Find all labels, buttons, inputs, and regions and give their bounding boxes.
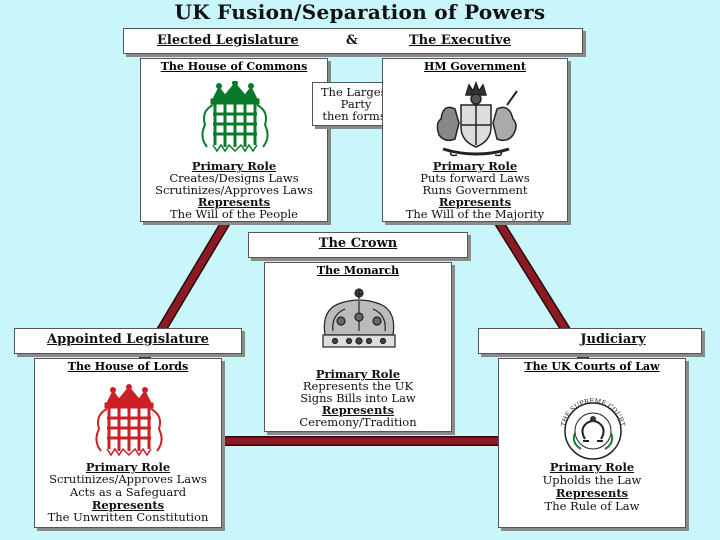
government-title: HM Government xyxy=(423,60,527,73)
ampersand-label: & xyxy=(346,33,358,48)
government-role-heading: Primary Role xyxy=(432,159,518,173)
portcullis-icon xyxy=(95,384,163,457)
commons-panel: The House of Commons Primary Role Create… xyxy=(140,58,328,222)
courts-panel: The UK Courts of Law THE SUPREME COURT P… xyxy=(498,358,686,528)
commons-role-heading: Primary Role xyxy=(191,159,277,173)
lords-role-heading: Primary Role xyxy=(85,460,171,474)
lords-title: The House of Lords xyxy=(67,360,189,373)
monarch-represents-heading: Represents xyxy=(321,403,395,417)
party-note-line-3: then forms: xyxy=(322,109,390,123)
monarch-panel: The Monarch Primary Role Represents the … xyxy=(264,262,452,432)
executive-label: The Executive xyxy=(409,33,511,48)
crown-bar: The Crown xyxy=(248,232,468,258)
lords-role-line-2: Acts as a Safeguard xyxy=(69,485,187,499)
courts-role-line-1: Upholds the Law xyxy=(542,473,642,487)
government-represents-heading: Represents xyxy=(438,195,512,209)
monarch-role-line-2: Signs Bills into Law xyxy=(300,391,416,405)
monarch-role-line-1: Represents the UK xyxy=(302,379,414,393)
commons-role-line-1: Creates/Designs Laws xyxy=(169,171,299,185)
courts-represents-line: The Rule of Law xyxy=(544,499,640,513)
party-note-line-2: Party xyxy=(340,97,372,111)
commons-represents-line: The Will of the People xyxy=(170,207,298,221)
commons-title: The House of Commons xyxy=(160,60,308,73)
lords-represents-heading: Represents xyxy=(91,498,165,512)
appointed-legislature-bar: Appointed Legislature xyxy=(14,328,242,354)
monarch-title: The Monarch xyxy=(316,264,400,277)
judiciary-label: Judiciary xyxy=(580,332,646,347)
commons-role-line-2: Scrutinizes/Approves Laws xyxy=(155,183,313,197)
page-title: UK Fusion/Separation of Powers xyxy=(174,0,546,24)
party-note-line-1: The Largest xyxy=(320,85,392,99)
header-bar: Elected Legislature & The Executive xyxy=(123,28,583,54)
monarch-represents-line: Ceremony/Tradition xyxy=(299,415,417,429)
commons-represents-heading: Represents xyxy=(197,195,271,209)
elected-legislature-label: Elected Legislature xyxy=(157,33,299,48)
lords-panel: The House of Lords Primary Role Scrutini… xyxy=(34,358,222,528)
supreme-court-seal-icon: THE SUPREME COURT xyxy=(559,397,627,460)
crown-icon xyxy=(322,288,396,348)
judiciary-bar: Judiciary xyxy=(478,328,702,354)
courts-role-heading: Primary Role xyxy=(549,460,635,474)
government-role-line-2: Runs Government xyxy=(422,183,528,197)
crown-bar-label: The Crown xyxy=(318,236,398,251)
government-panel: HM Government Primary Role Puts forward … xyxy=(382,58,568,222)
royal-coat-of-arms-icon xyxy=(436,80,518,157)
lords-role-line-1: Scrutinizes/Approves Laws xyxy=(49,472,207,486)
lords-represents-line: The Unwritten Constitution xyxy=(47,510,209,524)
courts-represents-heading: Represents xyxy=(555,486,629,500)
courts-title: The UK Courts of Law xyxy=(524,360,660,373)
portcullis-icon xyxy=(201,81,269,153)
appointed-legislature-label: Appointed Legislature xyxy=(47,332,209,347)
government-represents-line: The Will of the Majority xyxy=(405,207,545,221)
government-role-line-1: Puts forward Laws xyxy=(420,171,530,185)
monarch-role-heading: Primary Role xyxy=(315,367,401,381)
